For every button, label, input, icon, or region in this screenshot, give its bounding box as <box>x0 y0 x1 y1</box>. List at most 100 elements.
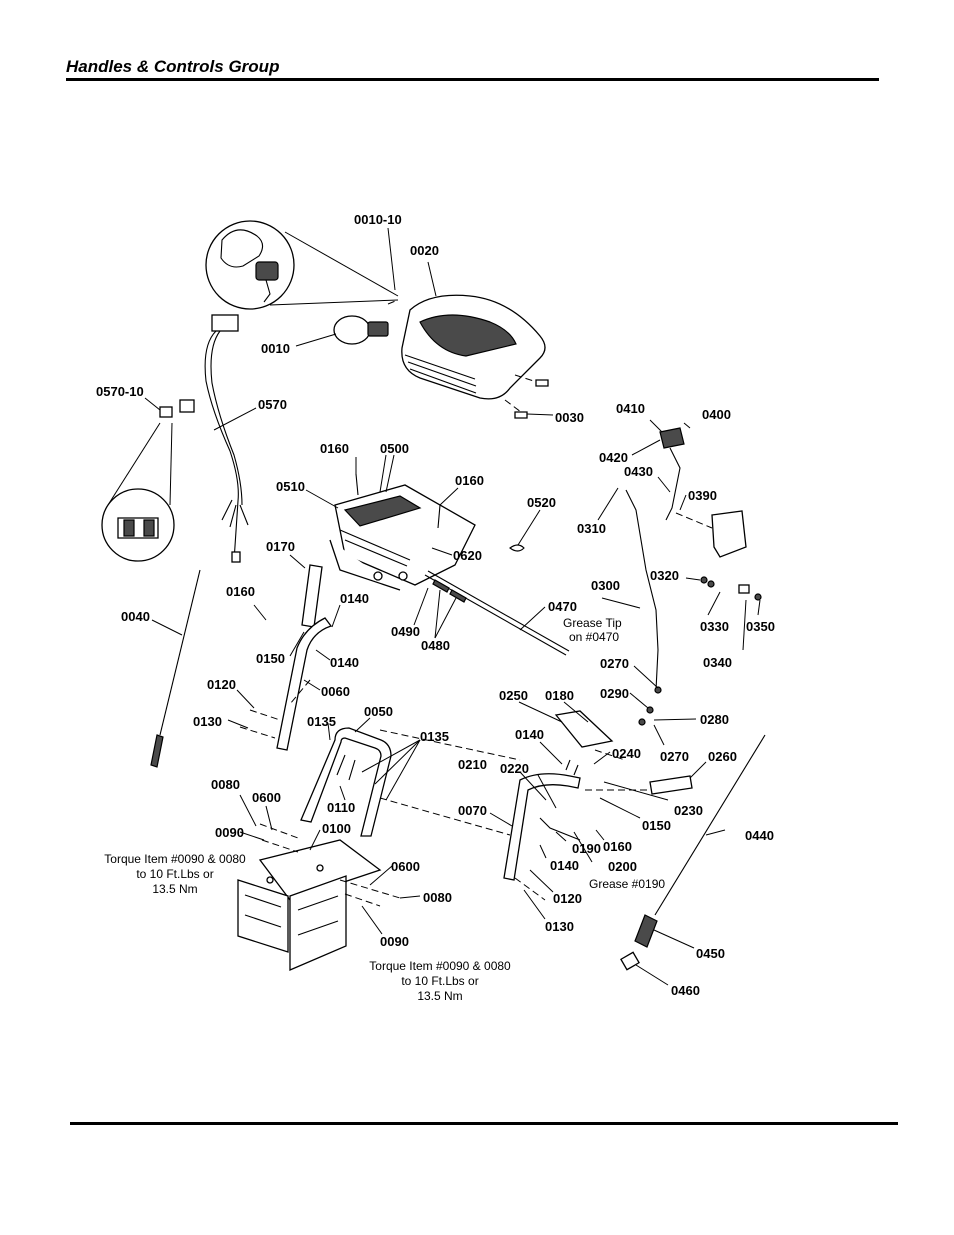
handle-0070 <box>503 710 693 881</box>
label-0160-c: 0160 <box>226 584 255 599</box>
label-0090-b: 0090 <box>380 934 409 949</box>
label-0280: 0280 <box>700 712 729 727</box>
svg-text:13.5 Nm: 13.5 Nm <box>152 882 197 896</box>
label-0060: 0060 <box>321 684 350 699</box>
label-0430: 0430 <box>624 464 653 479</box>
bracket-0390 <box>711 510 747 558</box>
label-0490: 0490 <box>391 624 420 639</box>
label-0135-a: 0135 <box>307 714 336 729</box>
label-0200: 0200 <box>608 859 637 874</box>
label-0130-a: 0130 <box>193 714 222 729</box>
label-0440: 0440 <box>745 828 774 843</box>
label-0300: 0300 <box>591 578 620 593</box>
cable-0440 <box>620 734 766 971</box>
page-title: Handles & Controls Group <box>66 57 280 76</box>
screw-0030 <box>514 379 549 419</box>
rod-0300 <box>625 489 659 691</box>
label-0600-b: 0600 <box>391 859 420 874</box>
label-0135-b: 0135 <box>420 729 449 744</box>
label-0480: 0480 <box>421 638 450 653</box>
footer-rule <box>70 1122 898 1125</box>
upper-handle-0050 <box>300 727 392 837</box>
wire-harness-0570 <box>159 314 249 563</box>
label-0180: 0180 <box>545 688 574 703</box>
note-grease-0190: Grease #0190 <box>589 877 665 891</box>
small-parts-right <box>638 576 762 726</box>
label-0140-b: 0140 <box>330 655 359 670</box>
svg-text:Torque Item #0090 & 0080: Torque Item #0090 & 0080 <box>369 959 511 973</box>
headlight-0010 <box>333 315 389 345</box>
control-panel-0510 <box>329 484 476 591</box>
label-0160-a: 0160 <box>320 441 349 456</box>
label-0460: 0460 <box>671 983 700 998</box>
label-0120-b: 0120 <box>553 891 582 906</box>
label-0210: 0210 <box>458 757 487 772</box>
label-0510: 0510 <box>276 479 305 494</box>
spring-0480 <box>432 579 467 603</box>
label-0090-a: 0090 <box>215 825 244 840</box>
label-0130-b: 0130 <box>545 919 574 934</box>
part-labels: 0010-10 0020 0010 0570-10 0570 0030 0410… <box>96 212 775 998</box>
leader-lines <box>144 227 761 986</box>
label-0230: 0230 <box>674 803 703 818</box>
label-0500: 0500 <box>380 441 409 456</box>
label-0330: 0330 <box>700 619 729 634</box>
label-0010-10: 0010-10 <box>354 212 402 227</box>
label-0450: 0450 <box>696 946 725 961</box>
label-0240: 0240 <box>612 746 641 761</box>
svg-text:13.5 Nm: 13.5 Nm <box>417 989 462 1003</box>
label-0080-a: 0080 <box>211 777 240 792</box>
label-0160-b: 0160 <box>455 473 484 488</box>
label-0290: 0290 <box>600 686 629 701</box>
label-0320: 0320 <box>650 568 679 583</box>
label-0150-b: 0150 <box>642 818 671 833</box>
label-0030: 0030 <box>555 410 584 425</box>
label-0170: 0170 <box>266 539 295 554</box>
svg-text:to 10 Ft.Lbs or: to 10 Ft.Lbs or <box>136 867 213 881</box>
label-0350: 0350 <box>746 619 775 634</box>
spring-0520 <box>509 544 525 552</box>
label-0270-b: 0270 <box>660 749 689 764</box>
label-0140-a: 0140 <box>340 591 369 606</box>
fasteners-left <box>239 679 401 907</box>
note-grease-tip: Grease Tip on #0470 <box>563 616 622 644</box>
svg-text:Grease Tip: Grease Tip <box>563 616 622 630</box>
label-0140-d: 0140 <box>550 858 579 873</box>
label-0250: 0250 <box>499 688 528 703</box>
label-0120-a: 0120 <box>207 677 236 692</box>
label-0190: 0190 <box>572 841 601 856</box>
label-0400: 0400 <box>702 407 731 422</box>
header-rule <box>66 78 879 81</box>
label-0600-a: 0600 <box>252 790 281 805</box>
handle-0170 <box>301 564 323 628</box>
label-0140-c: 0140 <box>515 727 544 742</box>
label-0260: 0260 <box>708 749 737 764</box>
label-0570-10: 0570-10 <box>96 384 144 399</box>
svg-text:on #0470: on #0470 <box>569 630 619 644</box>
note-torque-left: Torque Item #0090 & 0080 to 10 Ft.Lbs or… <box>104 852 246 896</box>
headlight-detail-callout <box>205 220 399 310</box>
label-0340: 0340 <box>703 655 732 670</box>
dashes-right <box>379 729 650 901</box>
svg-text:to 10 Ft.Lbs or: to 10 Ft.Lbs or <box>401 974 478 988</box>
label-0050: 0050 <box>364 704 393 719</box>
lever-0410 <box>659 427 685 521</box>
label-0100: 0100 <box>322 821 351 836</box>
label-0270-a: 0270 <box>600 656 629 671</box>
lower-handle-0100 <box>237 839 382 971</box>
cable-0040 <box>150 569 201 768</box>
label-0080-b: 0080 <box>423 890 452 905</box>
label-0020: 0020 <box>410 243 439 258</box>
label-0220: 0220 <box>500 761 529 776</box>
label-0010: 0010 <box>261 341 290 356</box>
label-0310: 0310 <box>577 521 606 536</box>
label-0620: 0620 <box>453 548 482 563</box>
label-0470: 0470 <box>548 599 577 614</box>
bolt-0160-top <box>355 473 441 529</box>
label-0390: 0390 <box>688 488 717 503</box>
label-0420: 0420 <box>599 450 628 465</box>
label-0150-a: 0150 <box>256 651 285 666</box>
label-0410: 0410 <box>616 401 645 416</box>
fuse-detail-callout <box>101 422 175 562</box>
